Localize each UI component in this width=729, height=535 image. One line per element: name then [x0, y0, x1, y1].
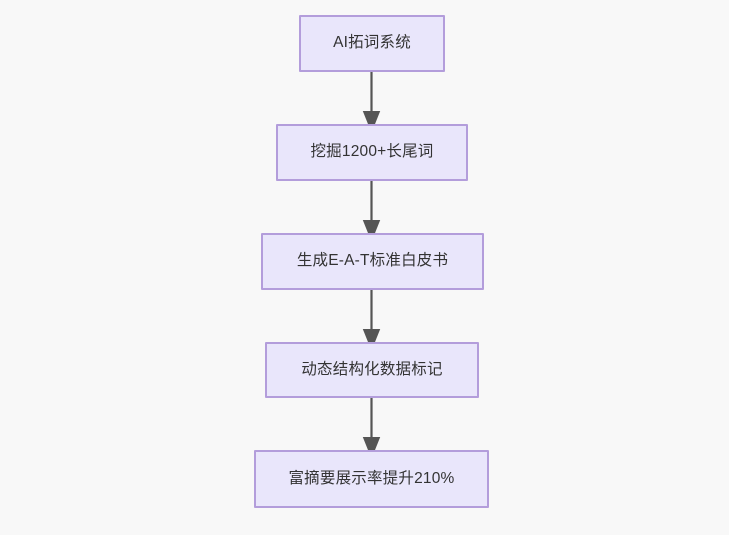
- node-label: 挖掘1200+长尾词: [310, 143, 434, 161]
- flowchart-node-dynamic-structured-data-markup[interactable]: 动态结构化数据标记: [265, 342, 479, 398]
- flowchart-node-generate-eat-whitepaper[interactable]: 生成E-A-T标准白皮书: [261, 233, 484, 290]
- node-label: 生成E-A-T标准白皮书: [296, 252, 449, 270]
- flowchart-node-rich-snippet-rate-increase[interactable]: 富摘要展示率提升210%: [254, 450, 489, 508]
- flowchart-node-ai-keyword-system[interactable]: AI拓词系统: [299, 15, 445, 72]
- node-label: 动态结构化数据标记: [301, 360, 443, 378]
- node-label: 富摘要展示率提升210%: [288, 469, 455, 487]
- flowchart-node-mine-longtail-keywords[interactable]: 挖掘1200+长尾词: [276, 124, 468, 181]
- node-label: AI拓词系统: [333, 34, 411, 52]
